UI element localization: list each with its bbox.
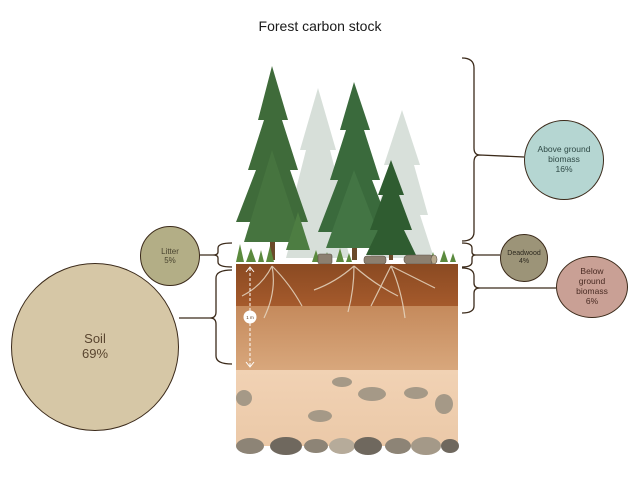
below-label-line2: ground — [578, 276, 606, 287]
litter-label: Litter — [161, 246, 179, 256]
deadwood-percent: 4% — [518, 258, 530, 265]
stones — [236, 377, 453, 422]
litter-circle: Litter 5% — [140, 226, 200, 286]
spruce-tree — [236, 66, 308, 242]
soil-bracket — [179, 269, 233, 365]
above-ground-circle: Above ground biomass 16% — [524, 120, 604, 200]
tree-roots — [241, 265, 436, 319]
above-bracket — [461, 57, 525, 242]
deadwood-bracket — [461, 242, 500, 268]
below-bracket — [461, 267, 556, 314]
deadwood-label: Deadwood — [507, 249, 541, 257]
above-label-line2: biomass — [548, 154, 580, 165]
below-label-line3: biomass — [576, 286, 608, 296]
litter-bracket — [200, 242, 233, 268]
soil-percent: 69% — [81, 346, 109, 361]
soil-label: Soil — [84, 331, 106, 347]
spruce-tree — [318, 82, 392, 248]
deadwood-logs — [317, 253, 438, 265]
above-percent: 16% — [555, 163, 573, 174]
soil-circle: Soil 69% — [11, 263, 179, 431]
diagram-title: Forest carbon stock — [258, 18, 382, 34]
mineral-soil-layer — [236, 306, 458, 370]
small-tree — [286, 212, 310, 250]
below-label-line1: Below — [580, 266, 604, 277]
deadwood-circle: Deadwood 4% — [500, 234, 548, 282]
ground-vegetation — [236, 244, 456, 262]
below-ground-circle: Below ground biomass 6% — [556, 256, 628, 318]
above-label-line1: Above ground — [537, 144, 591, 155]
spruce-tree — [366, 160, 416, 255]
litter-percent: 5% — [164, 256, 176, 265]
depth-scale-bar — [245, 266, 255, 368]
scale-label: 1 m — [246, 315, 254, 320]
below-percent: 6% — [585, 295, 599, 306]
bottom-gravel — [236, 437, 459, 455]
